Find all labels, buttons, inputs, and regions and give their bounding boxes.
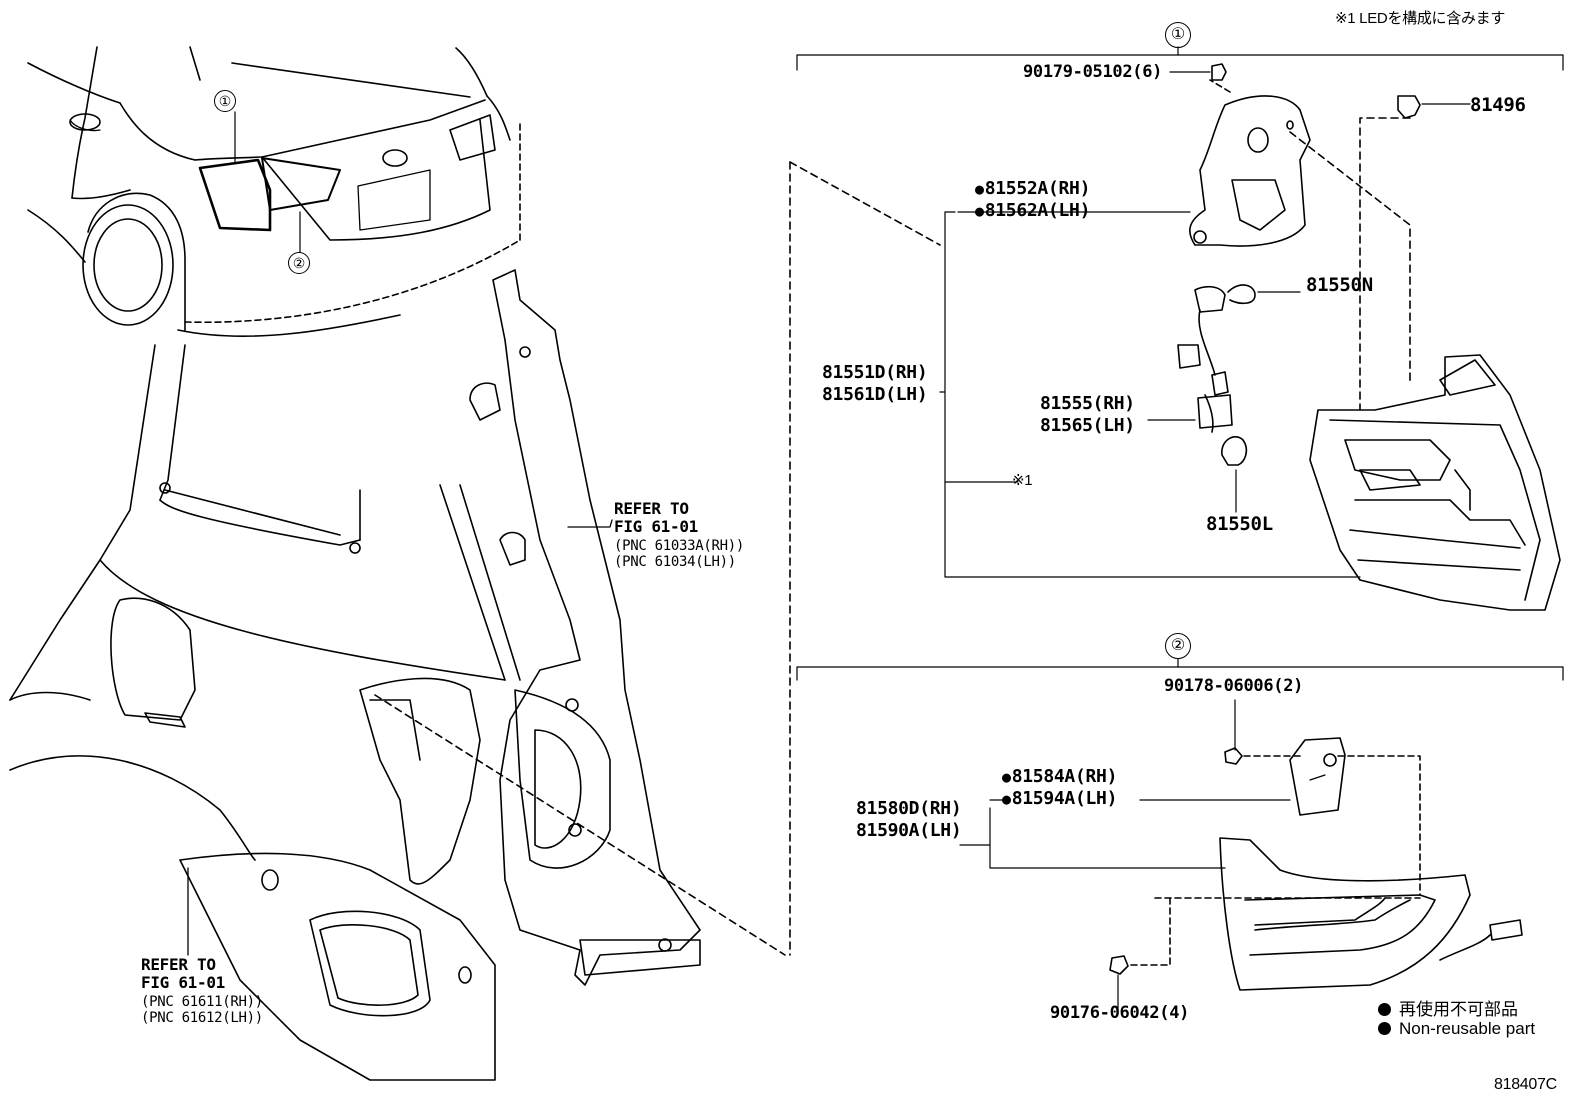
group1-marker: ① xyxy=(1165,22,1191,48)
refer-lower-line2[interactable]: FIG 61-01 xyxy=(141,973,225,992)
refer-upper-line4: (PNC 61034(LH)) xyxy=(614,554,736,570)
refer-lower-line4: (PNC 61612(LH)) xyxy=(141,1010,263,1026)
figure-id: 818407C xyxy=(1494,1076,1557,1093)
part-label-81552A[interactable]: 81552A(RH) xyxy=(975,178,1091,200)
refer-lower-line1: REFER TO xyxy=(141,955,216,974)
group1-bracket xyxy=(796,46,1564,71)
car-marker-2: ② xyxy=(288,252,310,274)
legend-en: Non-reusable part xyxy=(1378,1019,1535,1039)
part-label-81550L[interactable]: 81550L xyxy=(1206,513,1273,535)
refer-lower-line3: (PNC 61611(RH)) xyxy=(141,994,263,1010)
legend-jp: 再使用不可部品 xyxy=(1378,995,1518,1020)
bullet-icon xyxy=(1378,1003,1391,1016)
refer-upper-line2[interactable]: FIG 61-01 xyxy=(614,517,698,536)
part-label-81561D[interactable]: 81561D(LH) xyxy=(822,384,928,405)
part-label-90176-06042[interactable]: 90176-06042(4) xyxy=(1050,1003,1190,1023)
car-rear-illustration xyxy=(27,46,521,337)
bullet-icon xyxy=(1378,1022,1391,1035)
part-label-81580D[interactable]: 81580D(RH) xyxy=(856,798,962,819)
part-label-81496[interactable]: 81496 xyxy=(1470,94,1526,116)
refer-upper-line1: REFER TO xyxy=(614,499,689,518)
part-label-90179-05102[interactable]: 90179-05102(6) xyxy=(1023,62,1163,82)
group1-parts xyxy=(939,63,1561,611)
part-label-81590A[interactable]: 81590A(LH) xyxy=(856,820,962,841)
legend-jp-text: 再使用不可部品 xyxy=(1399,1000,1518,1019)
quarter-panel-illustration xyxy=(9,161,941,1081)
leader-lines xyxy=(959,799,1003,846)
group2-marker: ② xyxy=(1165,633,1191,659)
part-label-81584A[interactable]: 81584A(RH) xyxy=(1002,766,1118,788)
part-label-81555[interactable]: 81555(RH) xyxy=(1040,393,1135,414)
part-label-81562A[interactable]: 81562A(LH) xyxy=(975,200,1091,222)
refer-upper-line3: (PNC 61033A(RH)) xyxy=(614,538,745,554)
car-marker-1: ① xyxy=(214,90,236,112)
part-label-81551D[interactable]: 81551D(RH) xyxy=(822,362,928,383)
part-label-81565[interactable]: 81565(LH) xyxy=(1040,415,1135,436)
group2-parts xyxy=(989,699,1523,1011)
group2-bracket xyxy=(796,658,1564,681)
part-label-90178-06006[interactable]: 90178-06006(2) xyxy=(1164,676,1304,696)
part-label-81550N[interactable]: 81550N xyxy=(1306,274,1373,296)
legend-en-text: Non-reusable part xyxy=(1399,1019,1536,1038)
part-label-81594A[interactable]: 81594A(LH) xyxy=(1002,788,1118,810)
led-note-marker: ※1 xyxy=(1012,472,1033,489)
led-note-header: ※1 LEDを構成に含みます xyxy=(1335,10,1506,27)
